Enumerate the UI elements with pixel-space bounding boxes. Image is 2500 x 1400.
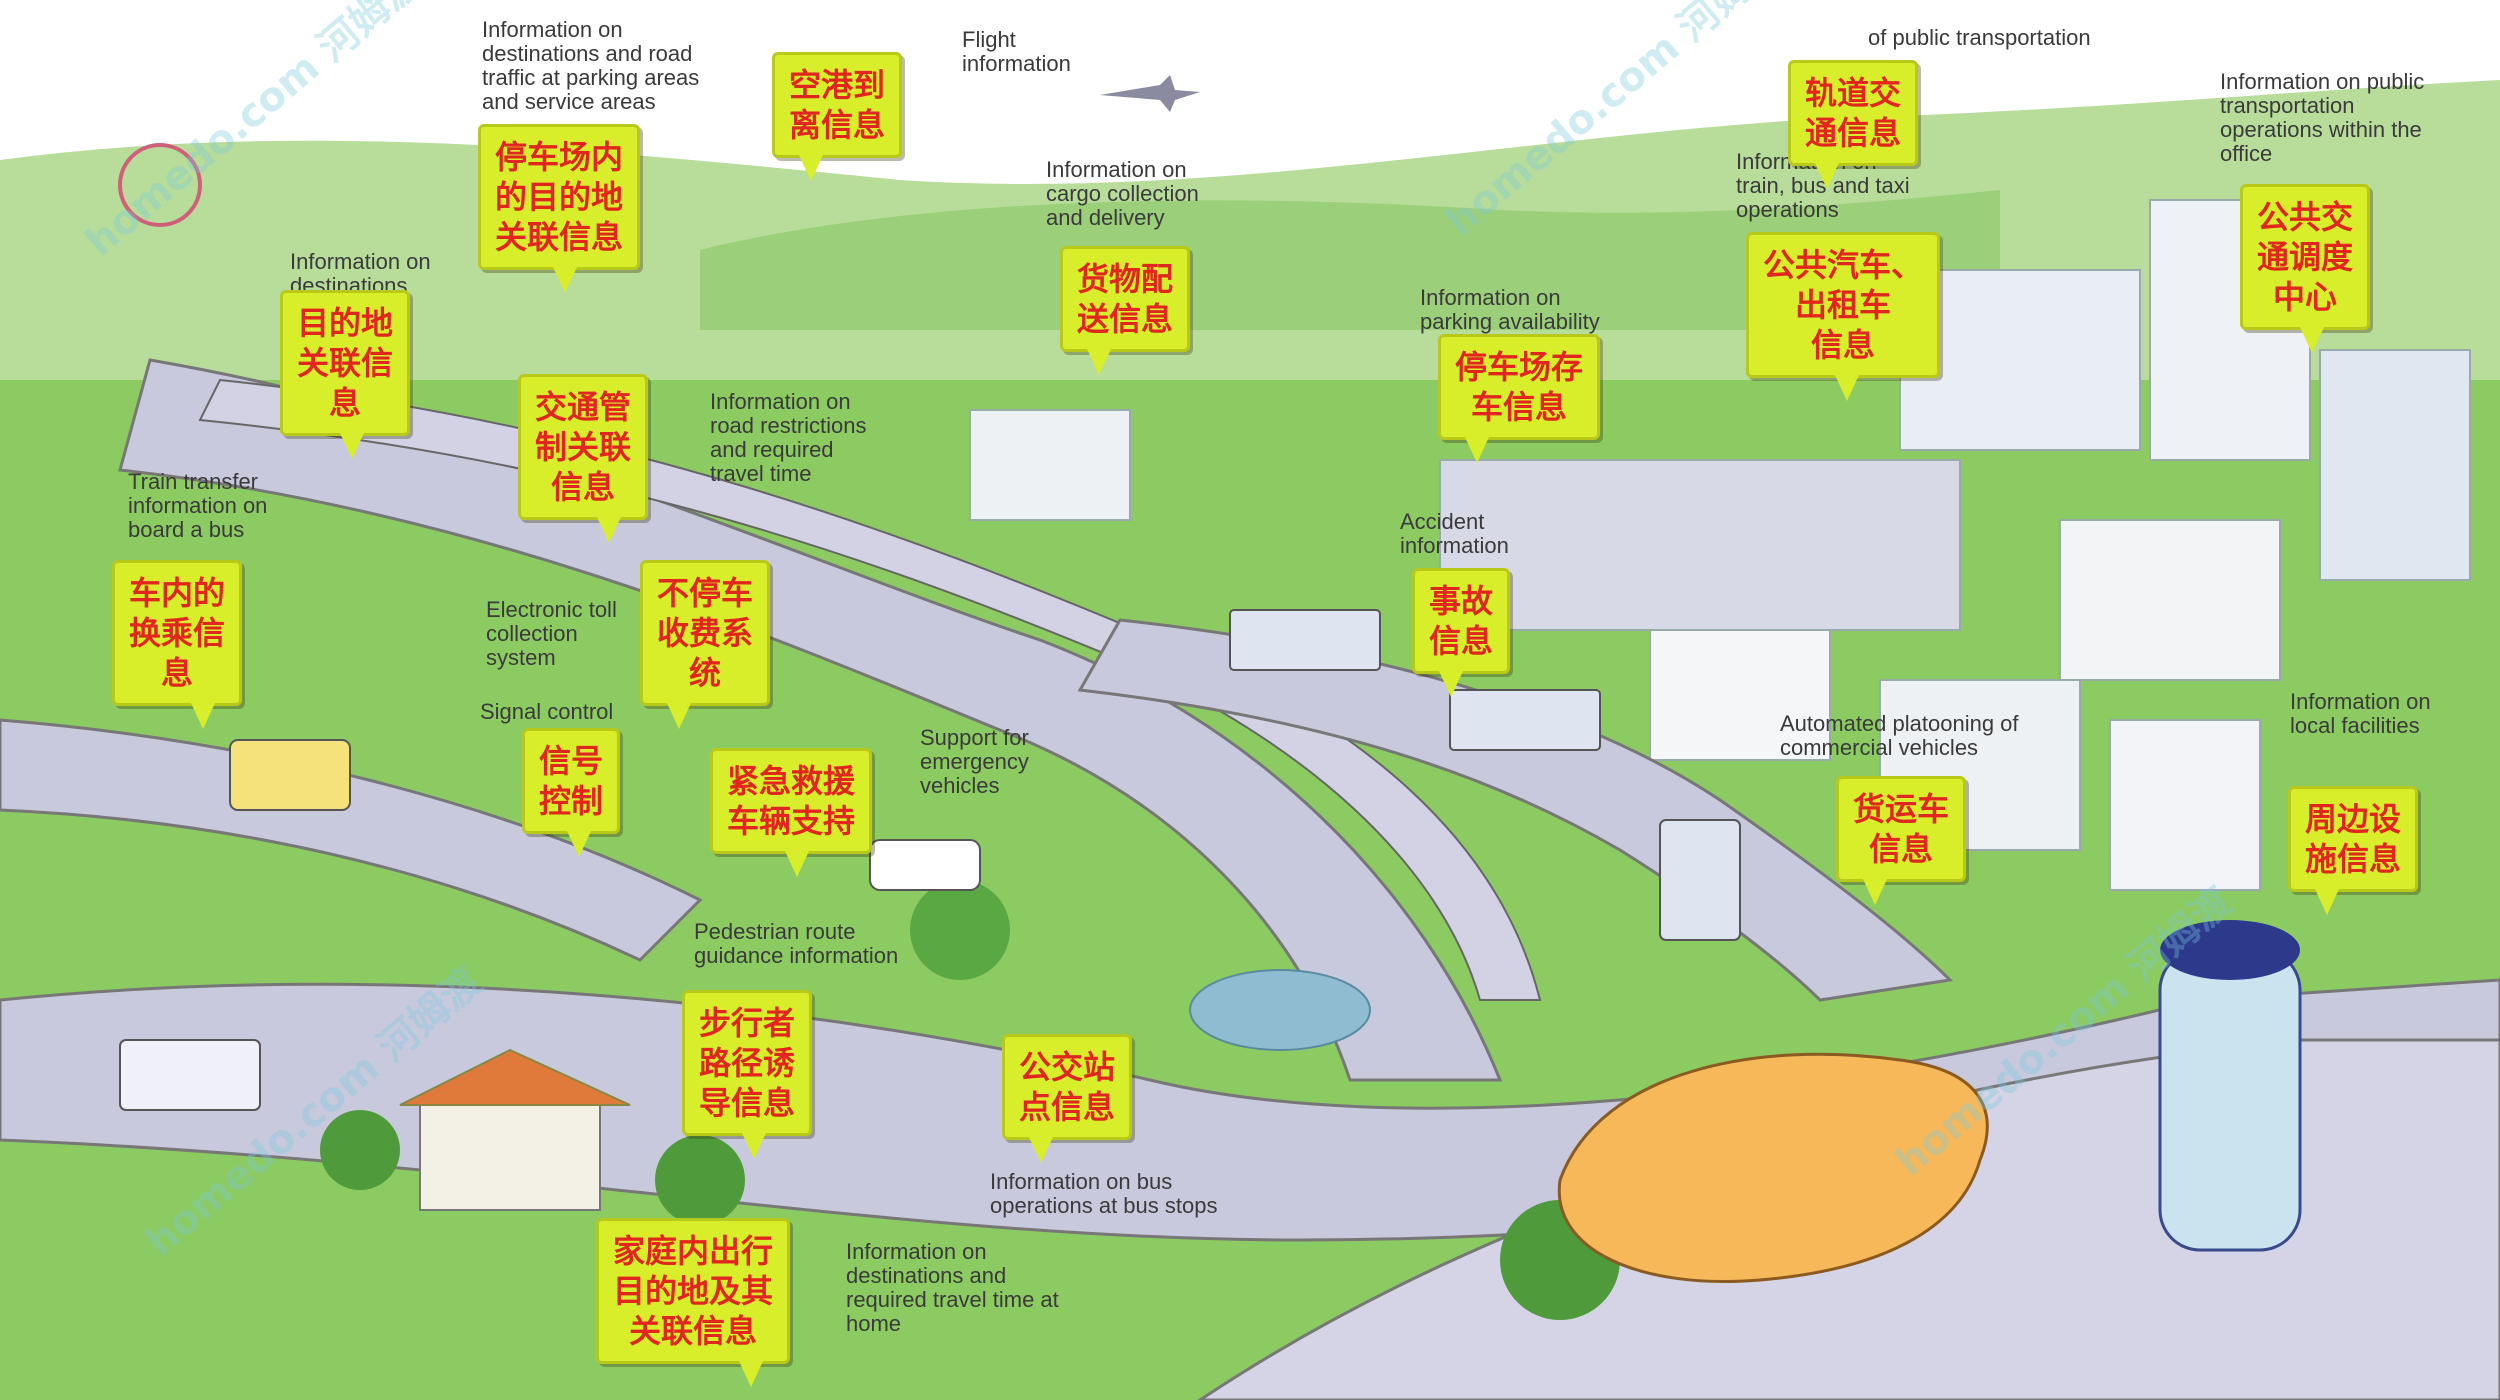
label-parking-availability: Information on parking availability <box>1420 285 1600 334</box>
caption-airport: 空港到 离信息 <box>772 52 903 181</box>
house-roof <box>399 1048 631 1106</box>
label-platooning: Automated platooning of commercial vehic… <box>1780 711 2019 760</box>
parking-lot <box>1439 459 1961 631</box>
building-3 <box>2319 349 2471 581</box>
caption-rail: 轨道交 通信息 <box>1788 60 1919 189</box>
label-public-modes: of public transportation <box>1868 25 2091 50</box>
truck <box>1229 609 1381 671</box>
label-signal: Signal control <box>480 699 614 724</box>
label-home: Information on destinations and required… <box>846 1239 1059 1336</box>
label-public-ops: Information on public transportation ope… <box>2220 69 2425 166</box>
airplane <box>1100 75 1200 112</box>
label-parking-areas: Information on destinations and road tra… <box>482 17 700 114</box>
caption-transfer: 车内的 换乘信 息 <box>112 560 243 729</box>
label-pedestrian: Pedestrian route guidance information <box>694 919 899 968</box>
building-4 <box>2059 519 2281 681</box>
caption-etc: 不停车 收费系 统 <box>640 560 771 729</box>
building-7 <box>2109 719 2261 891</box>
caption-signal: 信号 控制 <box>522 728 621 857</box>
label-local-facilities: Information on local facilities <box>2290 689 2431 738</box>
tree <box>320 1110 400 1190</box>
tree <box>655 1135 745 1225</box>
label-road-restrictions: Information on road restrictions and req… <box>710 389 867 486</box>
caption-truck: 货运车 信息 <box>1836 776 1967 905</box>
truck <box>1449 689 1601 751</box>
ambulance <box>869 839 981 891</box>
caption-emergency: 紧急救援 车辆支持 <box>710 748 873 877</box>
caption-parking-destination: 停车场内 的目的地 关联信息 <box>478 124 641 293</box>
pond <box>1189 969 1371 1051</box>
label-cargo: Information on cargo collection and deli… <box>1046 157 1199 230</box>
caption-local-facilities: 周边设 施信息 <box>2288 786 2419 915</box>
caption-parking-availability: 停车场存 车信息 <box>1438 334 1601 463</box>
label-etc: Electronic toll collection system <box>486 597 617 670</box>
kiosk-top <box>2160 920 2300 980</box>
caption-destination-related: 目的地 关联信 息 <box>280 290 411 459</box>
ferris-wheel <box>118 143 202 227</box>
future-car <box>1557 1052 1989 1284</box>
delivery-truck <box>119 1039 261 1111</box>
caption-dispatch-center: 公共交 通调度 中心 <box>2240 184 2371 353</box>
hill-band <box>700 190 2000 330</box>
elevated-curve <box>198 378 1542 1001</box>
label-emergency: Support for emergency vehicles <box>920 725 1029 798</box>
caption-bus-taxi: 公共汽车、 出租车 信息 <box>1746 232 1941 401</box>
caption-traffic-control: 交通管 制关联 信息 <box>518 374 649 543</box>
info-kiosk <box>2158 948 2302 1252</box>
label-flight: Flight information <box>962 27 1071 76</box>
caption-home: 家庭内出行 目的地及其 关联信息 <box>596 1218 791 1387</box>
bus <box>229 739 351 811</box>
caption-bus-stop: 公交站 点信息 <box>1002 1034 1133 1163</box>
label-train-transfer: Train transfer information on board a bu… <box>128 469 268 542</box>
caption-accident: 事故 信息 <box>1412 568 1511 697</box>
label-bus-stops: Information on bus operations at bus sto… <box>990 1169 1218 1218</box>
label-accident: Accident information <box>1400 509 1509 558</box>
truck <box>1659 819 1741 941</box>
house <box>419 1099 601 1211</box>
cargo-warehouse <box>969 409 1131 521</box>
caption-cargo: 货物配 送信息 <box>1060 246 1191 375</box>
caption-pedestrian: 步行者 路径诱 导信息 <box>682 990 813 1159</box>
tree <box>910 880 1010 980</box>
